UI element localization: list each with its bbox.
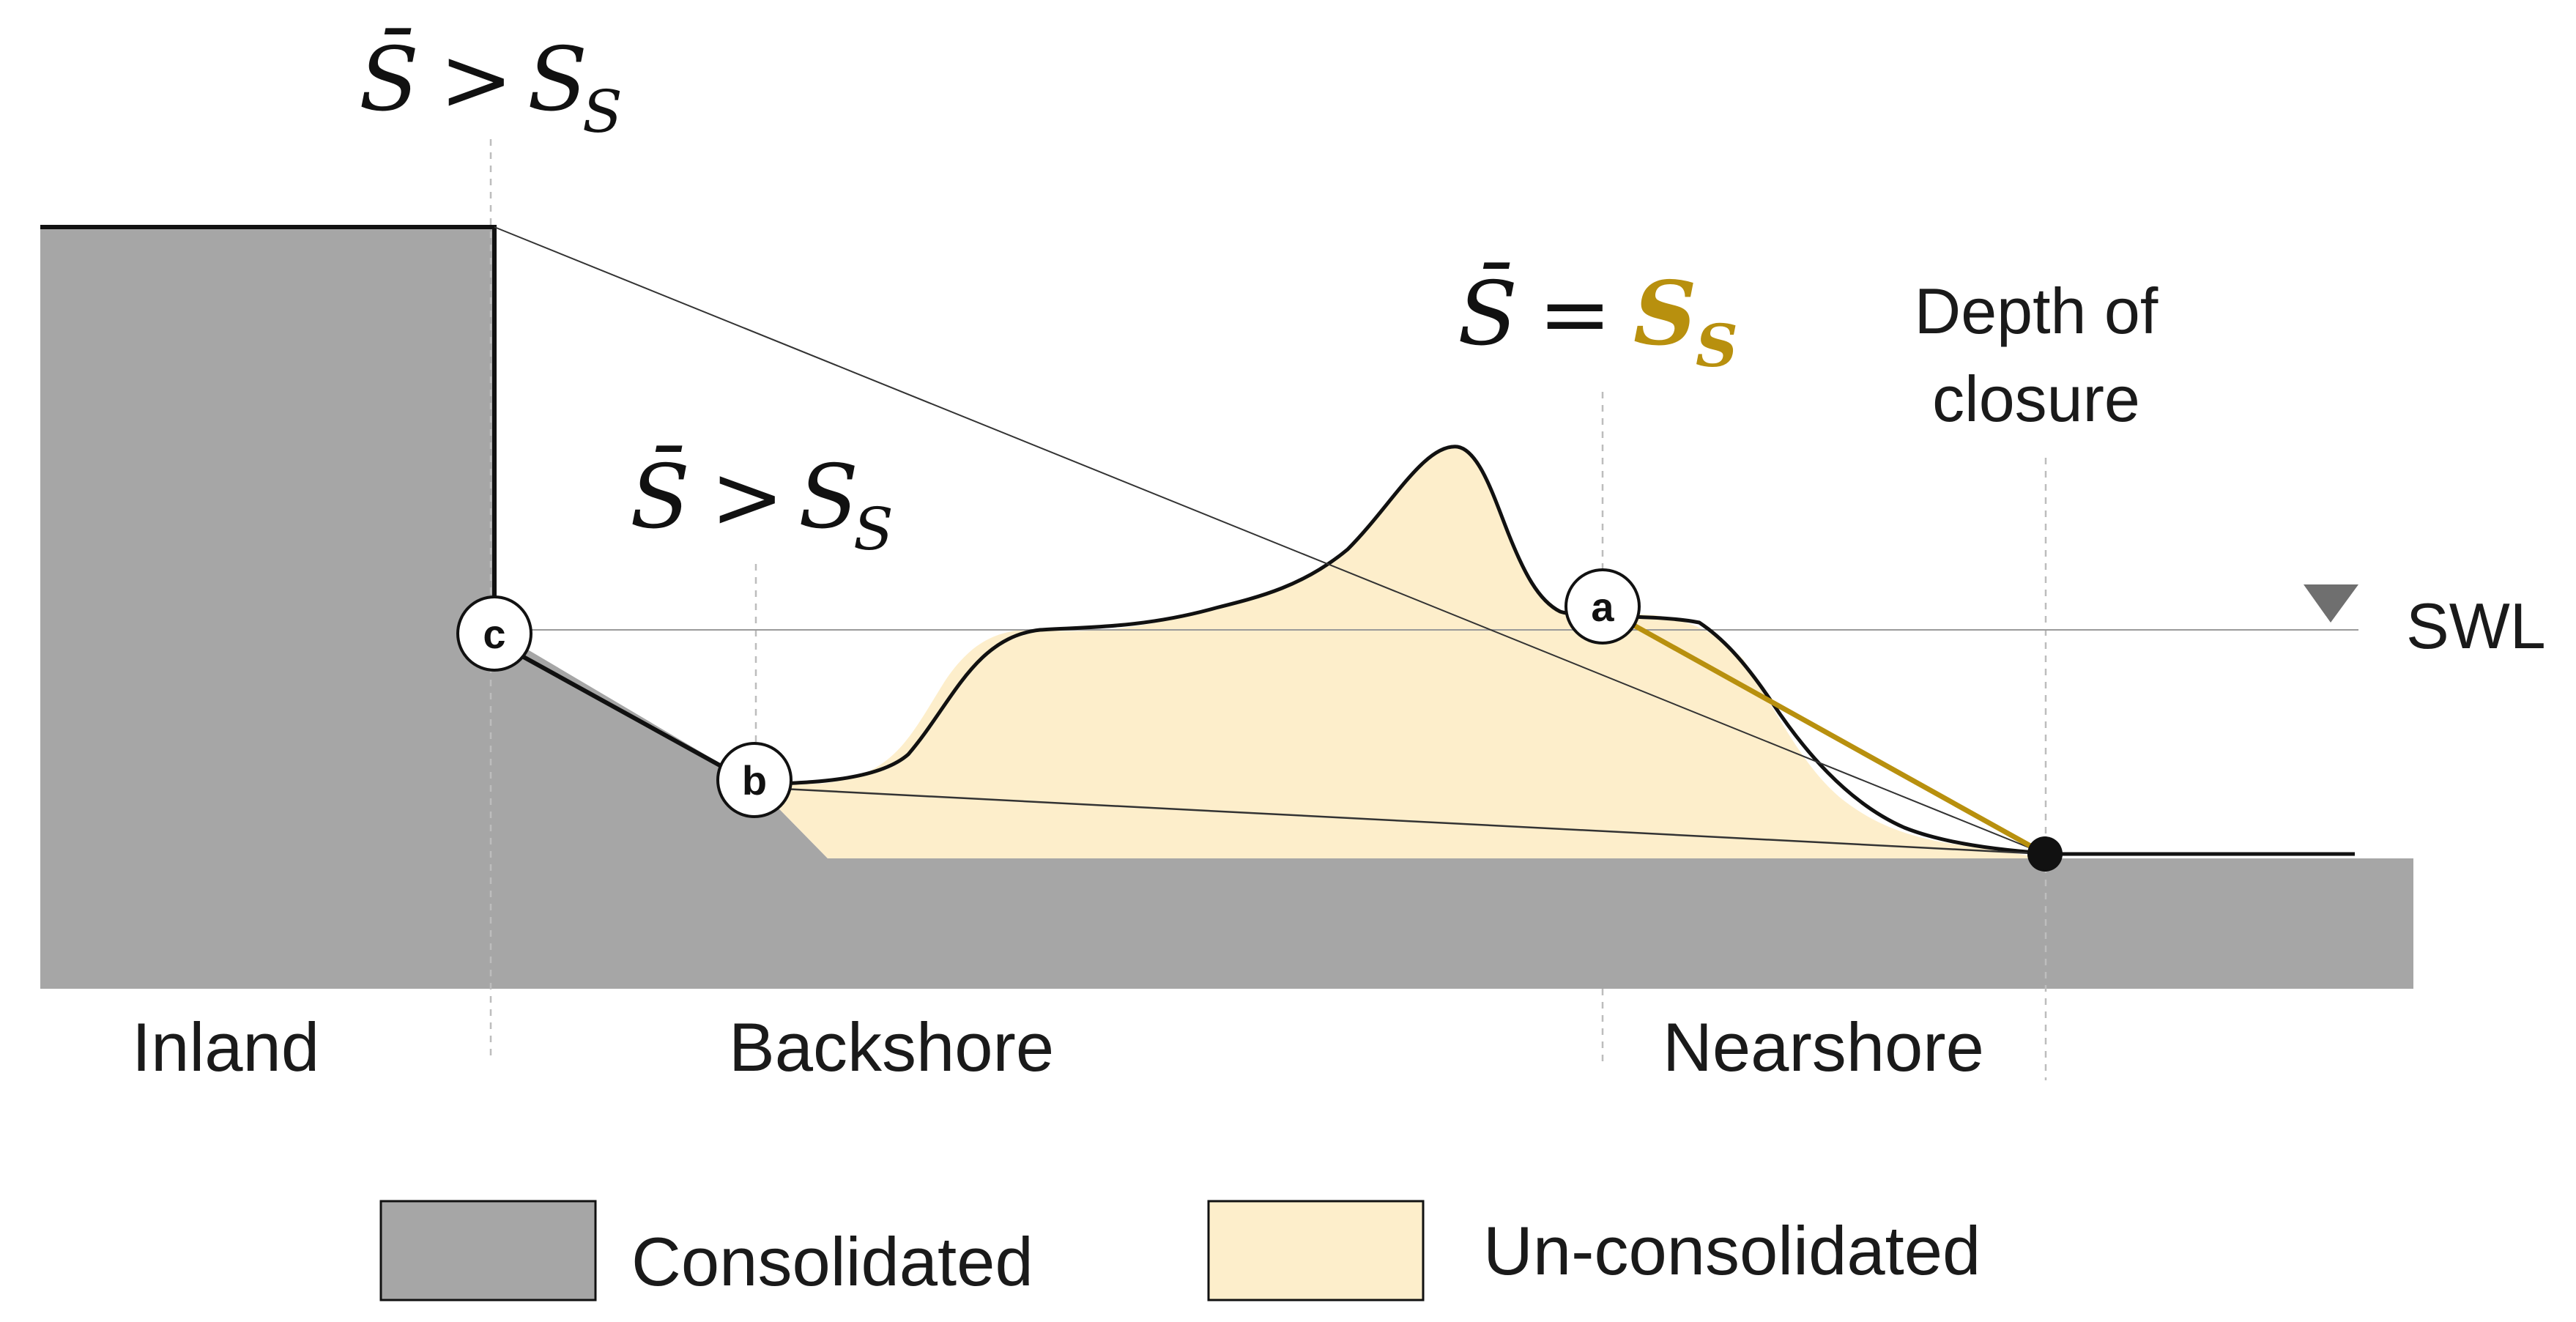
marker-b-label: b [742,757,767,803]
formula-top-rhs: S [527,29,587,131]
formula-top: S̄ > S S [359,28,623,146]
marker-c-label: c [483,611,505,657]
legend-label-unconsolidated: Un-consolidated [1483,1212,1981,1289]
slope-line-b [754,786,2046,855]
marker-a-label: a [1591,584,1614,630]
swl-label: SWL [2406,590,2546,662]
formula-right-rhs: S [1633,262,1697,365]
slope-line-c [494,226,2046,855]
formula-top-op: > [439,29,513,131]
depth-of-closure-label-line2: closure [1932,363,2140,435]
consolidated-bedrock [40,227,2413,989]
formula-right: S̄ = S S [1458,262,1738,380]
formula-mid-sub: S [853,495,894,563]
swl-triangle-icon [2304,584,2358,623]
legend-label-consolidated: Consolidated [631,1223,1033,1300]
depth-of-closure-point [2027,836,2063,872]
marker-c: c [456,595,532,672]
formula-right-lhs: S̄ [1458,262,1518,365]
formula-right-op: = [1538,264,1612,365]
formula-top-lhs: S̄ [359,28,419,131]
marker-b: b [716,742,793,818]
sediment-outline [779,445,2046,855]
formula-top-sub: S [582,78,623,146]
slope-line-a [1601,605,2046,857]
zone-label-nearshore: Nearshore [1663,1009,1984,1085]
formula-right-sub: S [1696,311,1738,380]
legend-swatch-unconsolidated [1207,1200,1425,1301]
legend-swatch-consolidated [379,1200,597,1301]
bedrock-slope-outline [493,639,741,779]
legend: Consolidated Un-consolidated [379,1200,1981,1301]
formula-mid-lhs: S̄ [630,445,690,549]
depth-of-closure-label-line1: Depth of [1915,275,2159,347]
unconsolidated-sediment [754,446,2045,858]
formula-mid-op: > [710,447,784,549]
marker-a: a [1564,568,1641,645]
formula-mid: S̄ > S S [630,445,894,563]
zone-label-backshore: Backshore [729,1009,1054,1085]
formula-mid-rhs: S [798,447,858,549]
zone-label-inland: Inland [132,1009,319,1085]
